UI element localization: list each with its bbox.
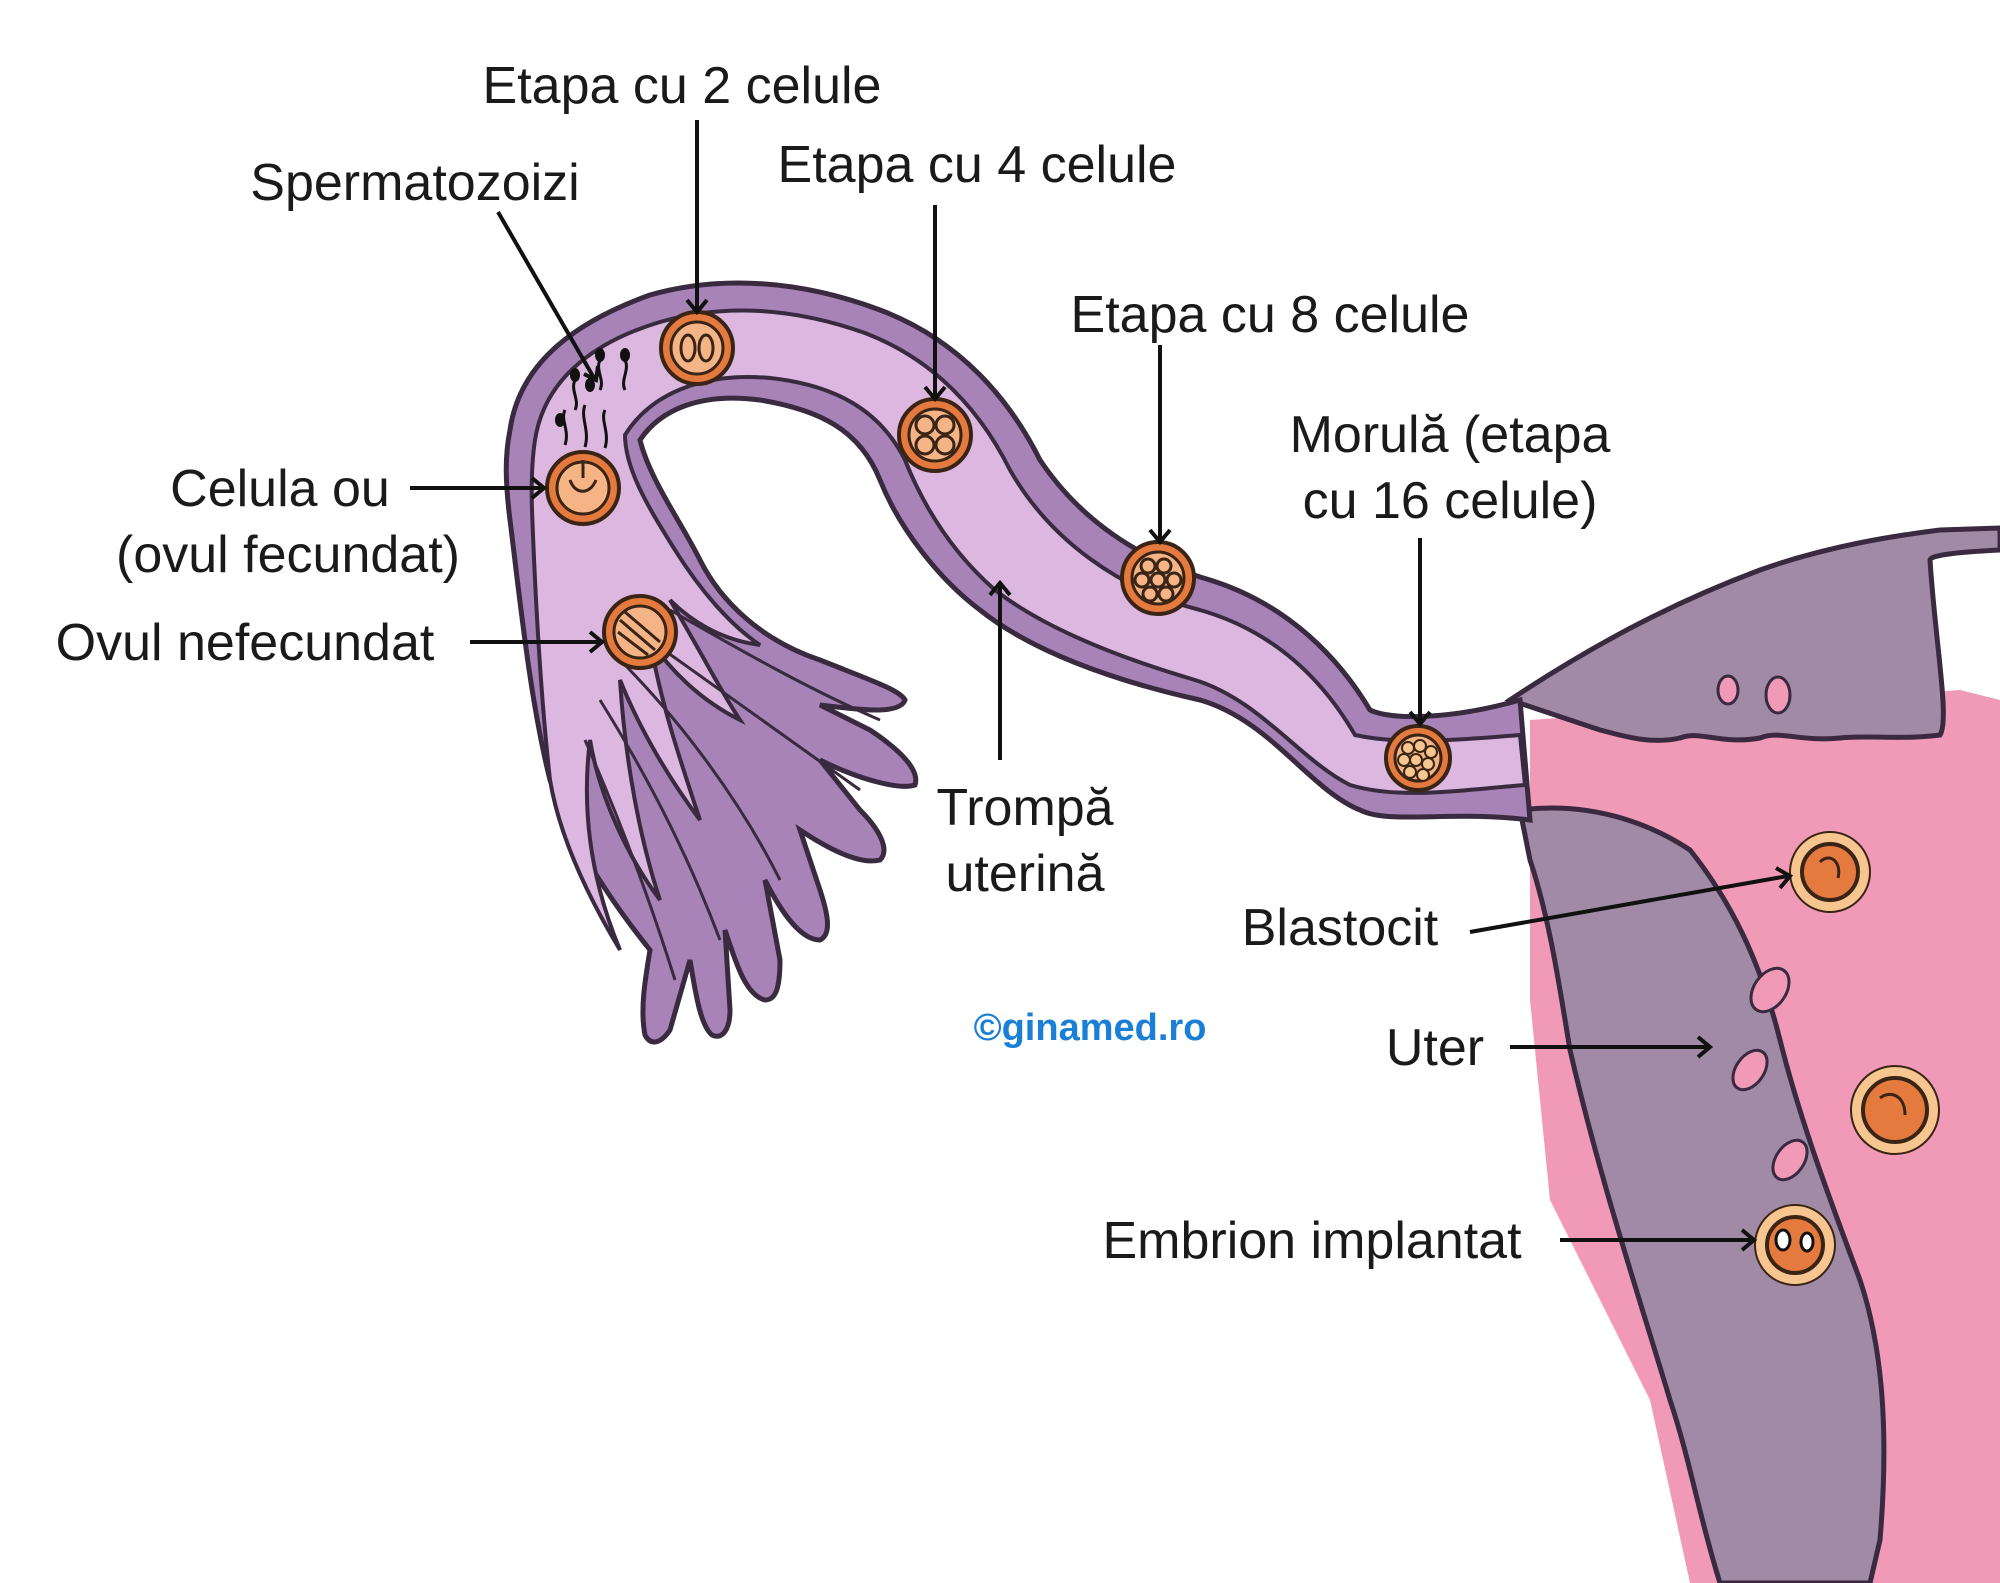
label-tube-line1: Trompă (936, 779, 1113, 837)
arrow-uterus (1510, 1035, 1714, 1059)
arrow-four-cell (923, 205, 947, 403)
implanted-embryo (1754, 1204, 1836, 1286)
uterus-lower-wall (1517, 805, 1887, 1583)
uterus-upper-wall (1504, 525, 2000, 743)
morula (1384, 724, 1452, 792)
arrow-two-cell (685, 120, 709, 316)
label-unfertilized: Ovul nefecundat (56, 614, 435, 672)
label-two-cell: Etapa cu 2 celule (483, 57, 882, 115)
arrow-implanted (1560, 1228, 1758, 1252)
gland (1749, 966, 1791, 1014)
fertilized-egg (545, 450, 621, 526)
arrow-eight-cell (1148, 345, 1172, 546)
arrow-sperm (496, 210, 600, 384)
credit-watermark: ©ginamed.ro (974, 1007, 1207, 1049)
gland (1731, 1048, 1769, 1092)
fallopian-tube-outer (503, 280, 1533, 1045)
label-uterus: Uter (1386, 1019, 1484, 1077)
label-egg-line2: (ovul fecundat) (116, 526, 460, 584)
arrow-morula (1408, 538, 1432, 728)
fimbria-line (649, 638, 861, 792)
label-morula-line1: Morulă (etapa (1290, 406, 1611, 464)
unfertilized-egg (602, 594, 678, 670)
four-cell-embryo (897, 397, 973, 473)
label-blastocyst: Blastocit (1242, 899, 1439, 957)
label-implanted: Embrion implantat (1102, 1212, 1522, 1270)
fimbria-line (618, 658, 782, 881)
sperm-group (555, 348, 630, 449)
blastocyst (1789, 831, 1871, 913)
fimbria-line (598, 699, 722, 941)
label-morula-line2: cu 16 celule) (1303, 472, 1598, 530)
two-cell-embryo (659, 310, 735, 386)
label-tube-line2: uterină (946, 845, 1105, 903)
label-egg-line1: Celula ou (170, 460, 390, 518)
gland (1716, 674, 1740, 706)
label-four-cell: Etapa cu 4 celule (778, 136, 1177, 194)
implanting-embryo (1850, 1065, 1940, 1155)
arrow-egg (410, 476, 548, 500)
gland (1764, 675, 1792, 715)
arrow-tube (988, 579, 1012, 760)
label-eight-cell: Etapa cu 8 celule (1071, 286, 1470, 344)
arrow-unfertilized (470, 630, 606, 654)
fimbria-line (669, 608, 881, 722)
label-sperm: Spermatozoizi (250, 154, 579, 212)
gland (1771, 1138, 1809, 1182)
fimbria-line (583, 739, 677, 981)
eight-cell-embryo (1120, 540, 1196, 616)
arrow-blastocyst (1469, 866, 1794, 934)
